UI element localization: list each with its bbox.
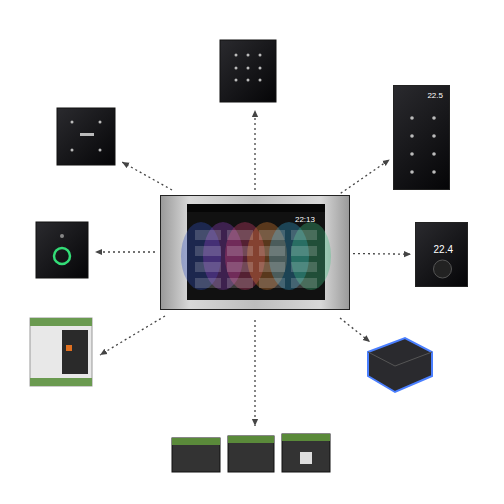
panel-art	[161, 196, 351, 311]
touch-switch	[57, 108, 115, 165]
actuator-modules	[172, 434, 330, 472]
display-reading: 22.5	[427, 92, 443, 100]
din-module	[30, 318, 92, 386]
dotted-arrow	[353, 253, 411, 255]
wireless-gateway	[368, 338, 432, 392]
keypad-art	[394, 86, 451, 191]
touch-switch	[220, 40, 276, 102]
display-reading: 22.4	[434, 245, 453, 255]
dotted-arrow	[341, 159, 390, 193]
thermostat-device: 22.4	[415, 222, 468, 287]
thermostat-art	[416, 223, 469, 288]
keypad-device: 22.5	[393, 85, 450, 190]
dotted-arrow	[95, 110, 370, 426]
access-reader	[36, 222, 88, 278]
display-reading: 22:13	[295, 216, 315, 224]
panel-device: 22:13	[160, 195, 350, 310]
